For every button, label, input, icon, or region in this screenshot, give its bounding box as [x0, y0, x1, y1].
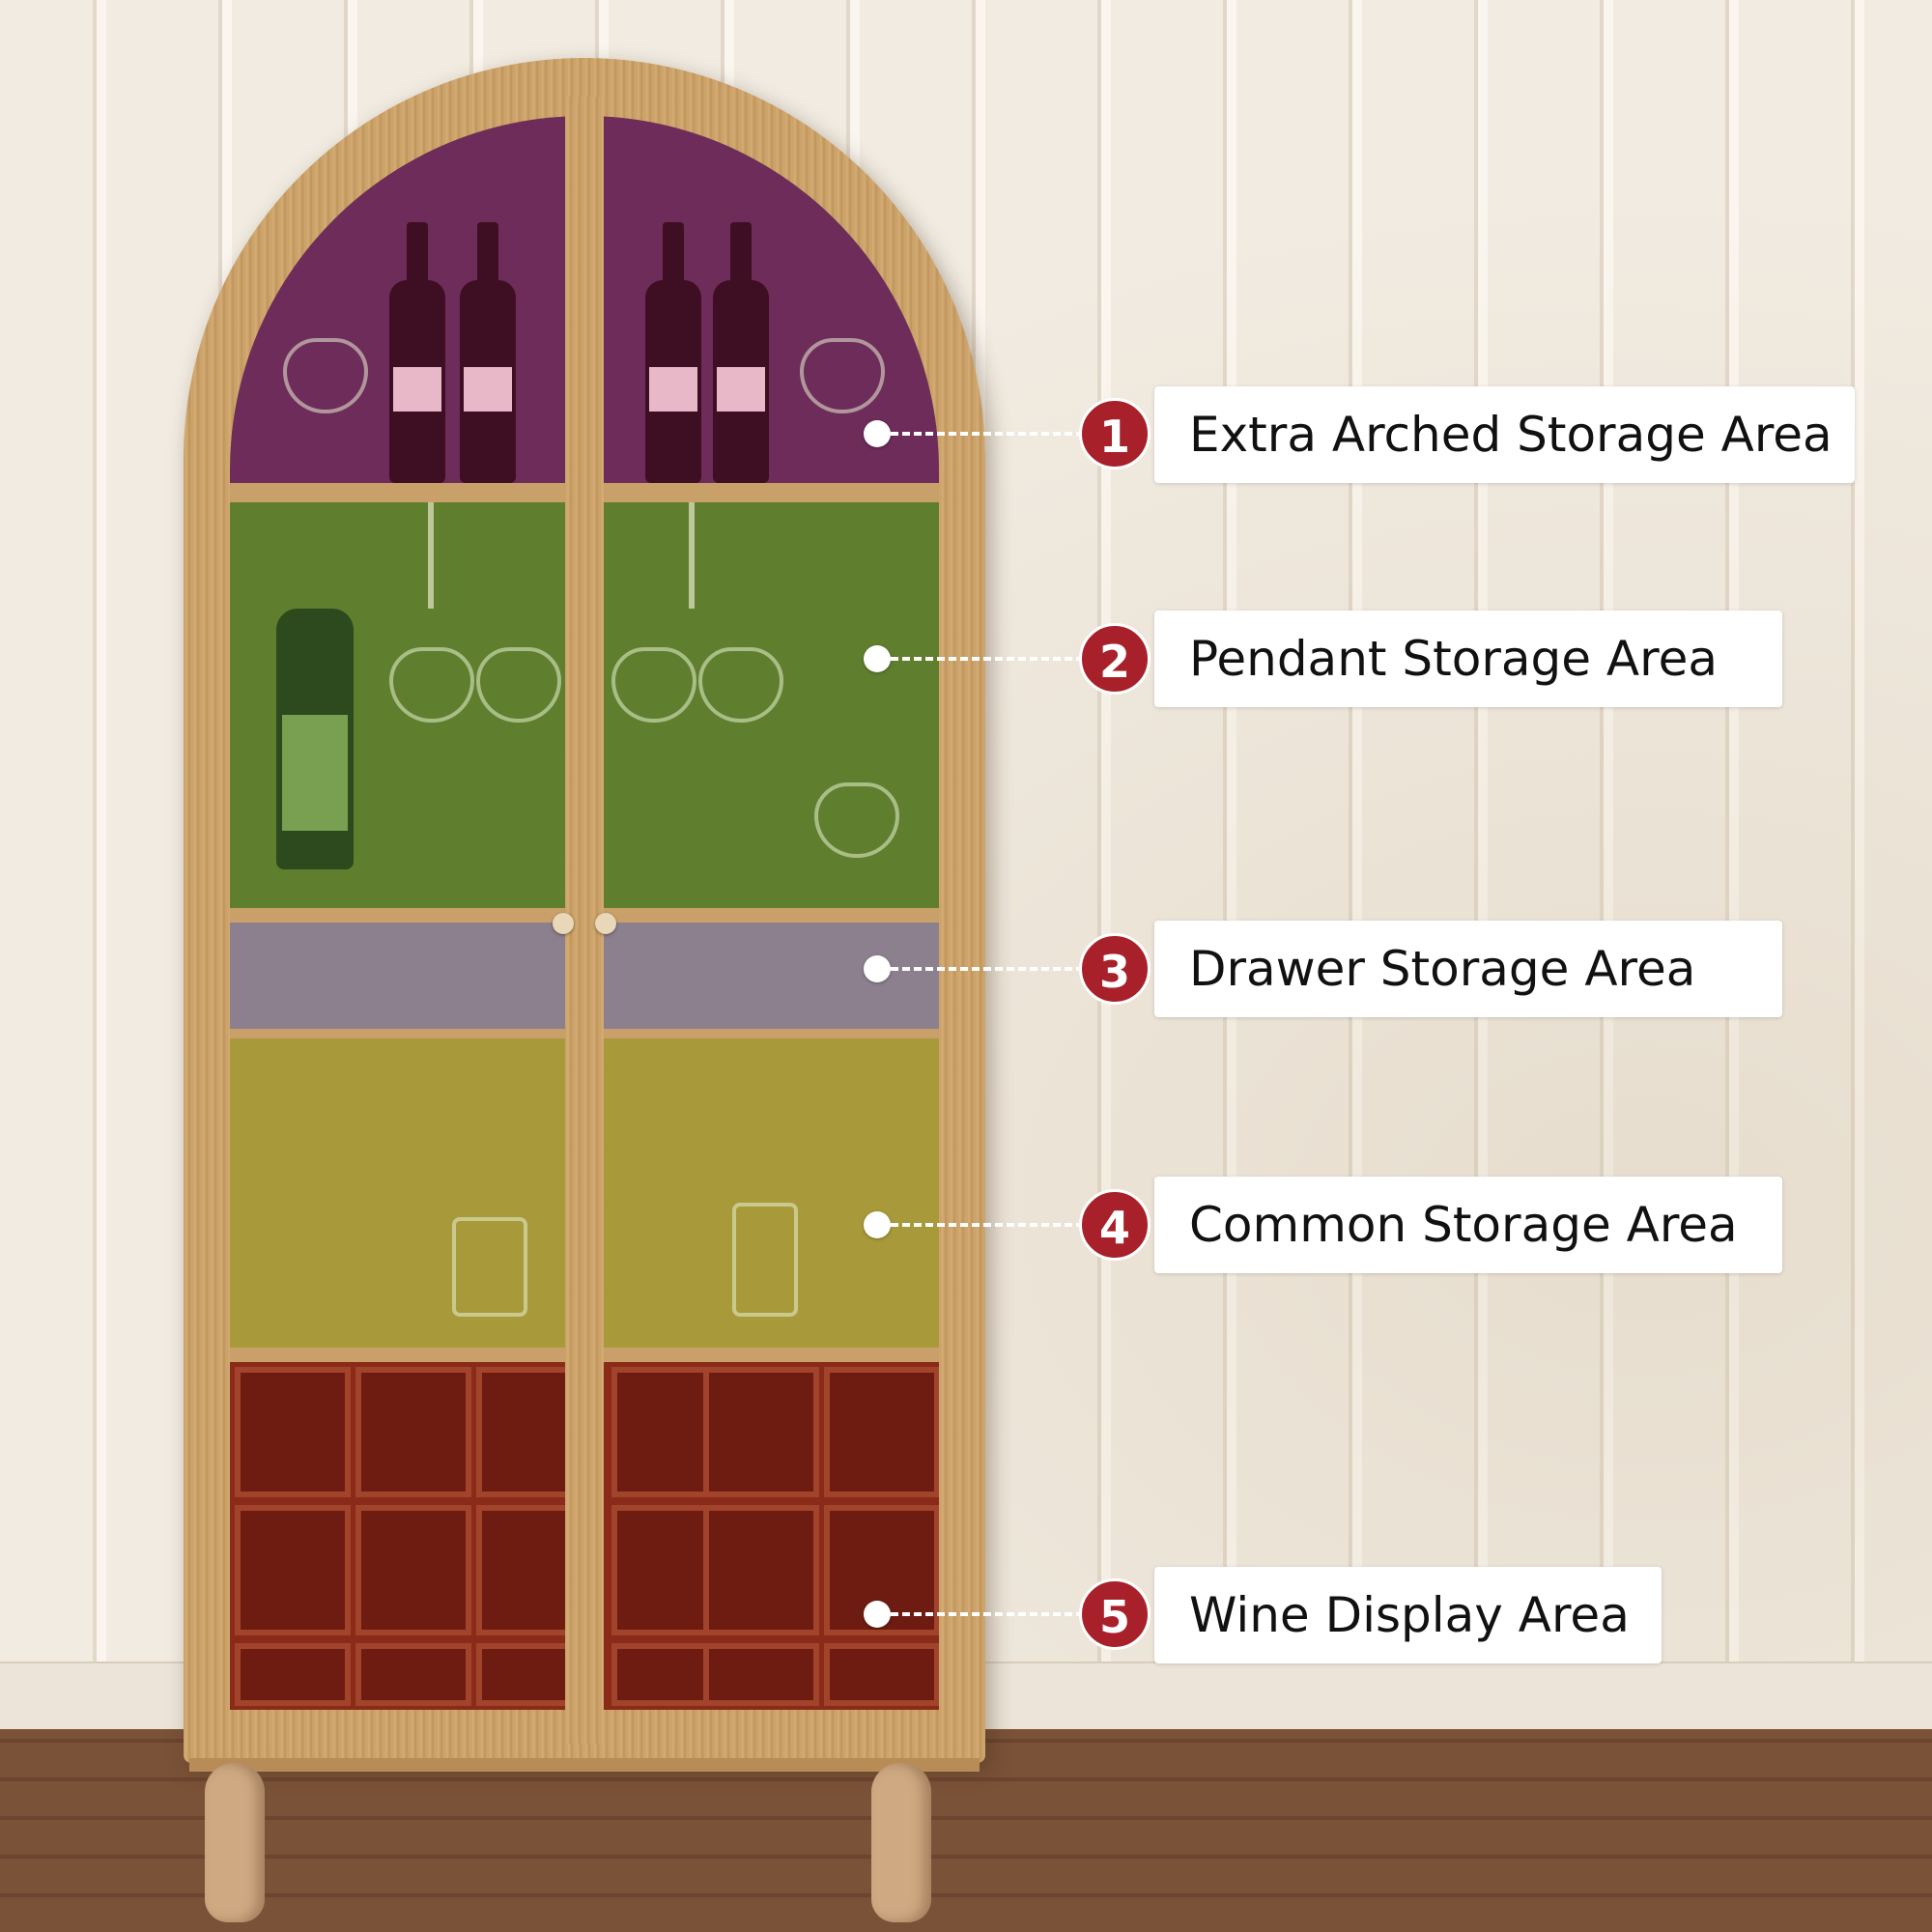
hanging-glass	[389, 647, 474, 723]
area-label: Common Storage Area	[1154, 1177, 1782, 1273]
door-knob	[553, 913, 574, 934]
cabinet-base	[189, 1758, 980, 1772]
callout-leader	[891, 1612, 1084, 1616]
wine-glass	[800, 338, 885, 413]
wine-rack-cell	[824, 1367, 939, 1497]
area-number-badge: 4	[1079, 1189, 1151, 1261]
turned-leg	[205, 1763, 265, 1922]
wine-glass	[283, 338, 368, 413]
area-label: Pendant Storage Area	[1154, 611, 1782, 707]
callout-leader	[891, 432, 1084, 436]
wine-rack-cell	[355, 1367, 471, 1497]
crystal-glass	[452, 1217, 527, 1317]
mixing-glass	[732, 1203, 798, 1317]
area-label: Wine Display Area	[1154, 1567, 1662, 1663]
area-number-badge: 3	[1079, 933, 1151, 1005]
hanging-glass	[698, 647, 783, 723]
area-label: Drawer Storage Area	[1154, 921, 1782, 1017]
callout-dot	[864, 1601, 891, 1628]
door-knob	[595, 913, 616, 934]
callout-dot	[864, 645, 891, 672]
wine-rack-cell	[235, 1643, 351, 1706]
callout-leader	[891, 1223, 1084, 1227]
wine-rack-cell	[355, 1643, 471, 1706]
callout-dot	[864, 1211, 891, 1238]
turned-leg	[871, 1763, 931, 1922]
wine-rack-cell	[824, 1643, 939, 1706]
wine-bottle	[713, 222, 769, 483]
callout-leader	[891, 657, 1084, 661]
wine-rack-cell	[703, 1367, 819, 1497]
brandy-glass	[814, 782, 899, 858]
wine-rack-cell	[235, 1367, 351, 1497]
area-number-badge: 2	[1079, 623, 1151, 695]
wine-rack-cell	[355, 1505, 471, 1635]
area-number-badge: 1	[1079, 398, 1151, 469]
wine-bottle	[645, 222, 701, 483]
wine-rack-cell	[703, 1505, 819, 1635]
callout-dot	[864, 420, 891, 447]
arched-wine-cabinet	[184, 58, 985, 1922]
whisky-bottle	[276, 609, 354, 869]
callout-dot	[864, 955, 891, 982]
wine-rack-cell	[703, 1643, 819, 1706]
area-label: Extra Arched Storage Area	[1154, 386, 1855, 483]
callout-leader	[891, 967, 1084, 971]
hanging-glass	[476, 647, 561, 723]
wine-rack-cell	[235, 1505, 351, 1635]
glass-rack	[689, 502, 695, 609]
hanging-glass	[611, 647, 696, 723]
area-number-badge: 5	[1079, 1578, 1151, 1650]
wine-bottle	[389, 222, 445, 483]
wine-bottle	[460, 222, 516, 483]
glass-rack	[428, 502, 434, 609]
